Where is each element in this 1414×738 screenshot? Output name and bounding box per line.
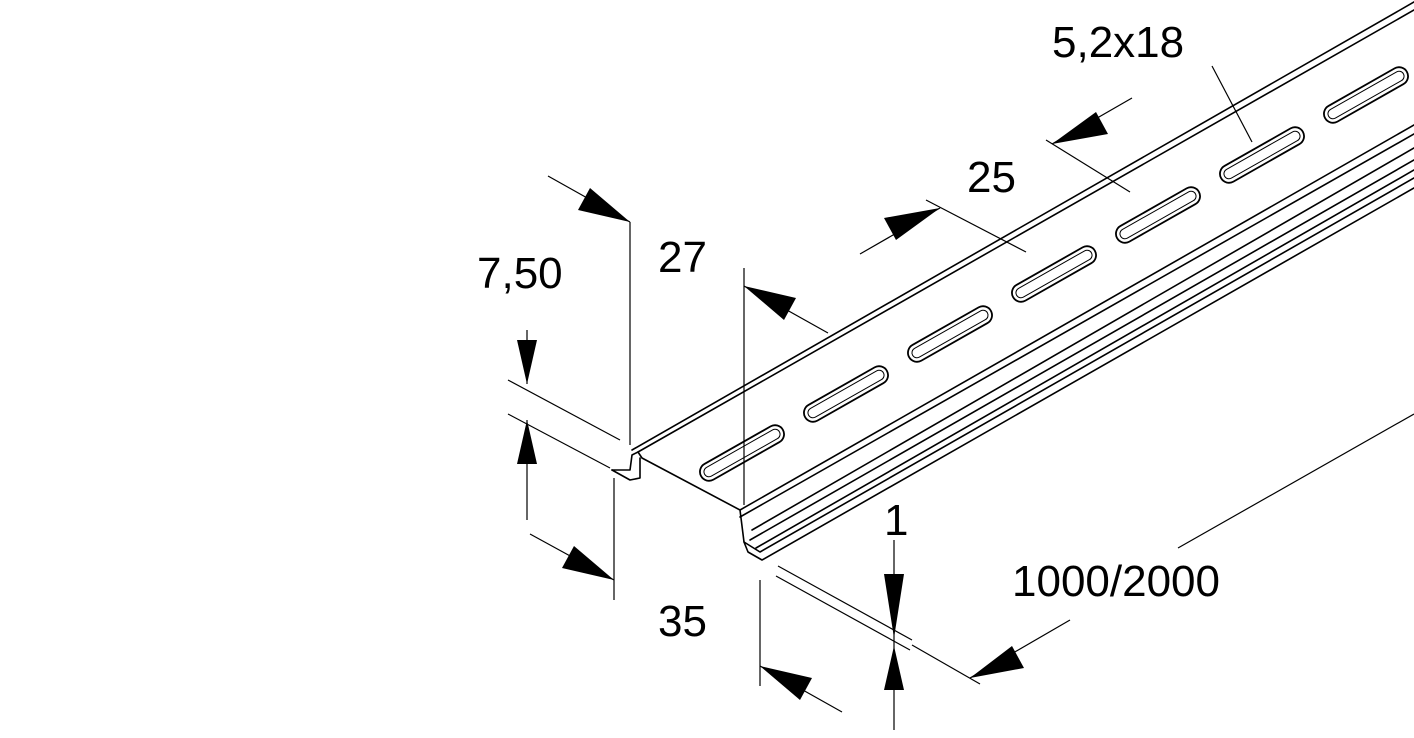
- slot-hole: [803, 365, 889, 423]
- slot-hole: [699, 424, 785, 482]
- rail-body: [611, 1, 1414, 561]
- slot-size-label: 5,2x18: [1052, 18, 1184, 67]
- top-width-label: 27: [658, 233, 707, 282]
- slot-hole: [1011, 245, 1097, 303]
- bottom-width-label: 35: [658, 597, 707, 646]
- dimension-labels: 5,2x18 25 27 7,50 35 1 1000/2000: [477, 18, 1220, 646]
- slot-hole: [1219, 126, 1305, 184]
- thickness-label: 1: [884, 496, 908, 545]
- height-label: 7,50: [477, 249, 563, 298]
- dimension-lines: [507, 65, 1414, 730]
- slot-holes: [699, 66, 1409, 482]
- slot-hole: [1323, 66, 1409, 124]
- pitch-label: 25: [967, 153, 1016, 202]
- slot-hole: [907, 305, 993, 363]
- length-label: 1000/2000: [1012, 557, 1220, 606]
- slot-hole: [1115, 186, 1201, 244]
